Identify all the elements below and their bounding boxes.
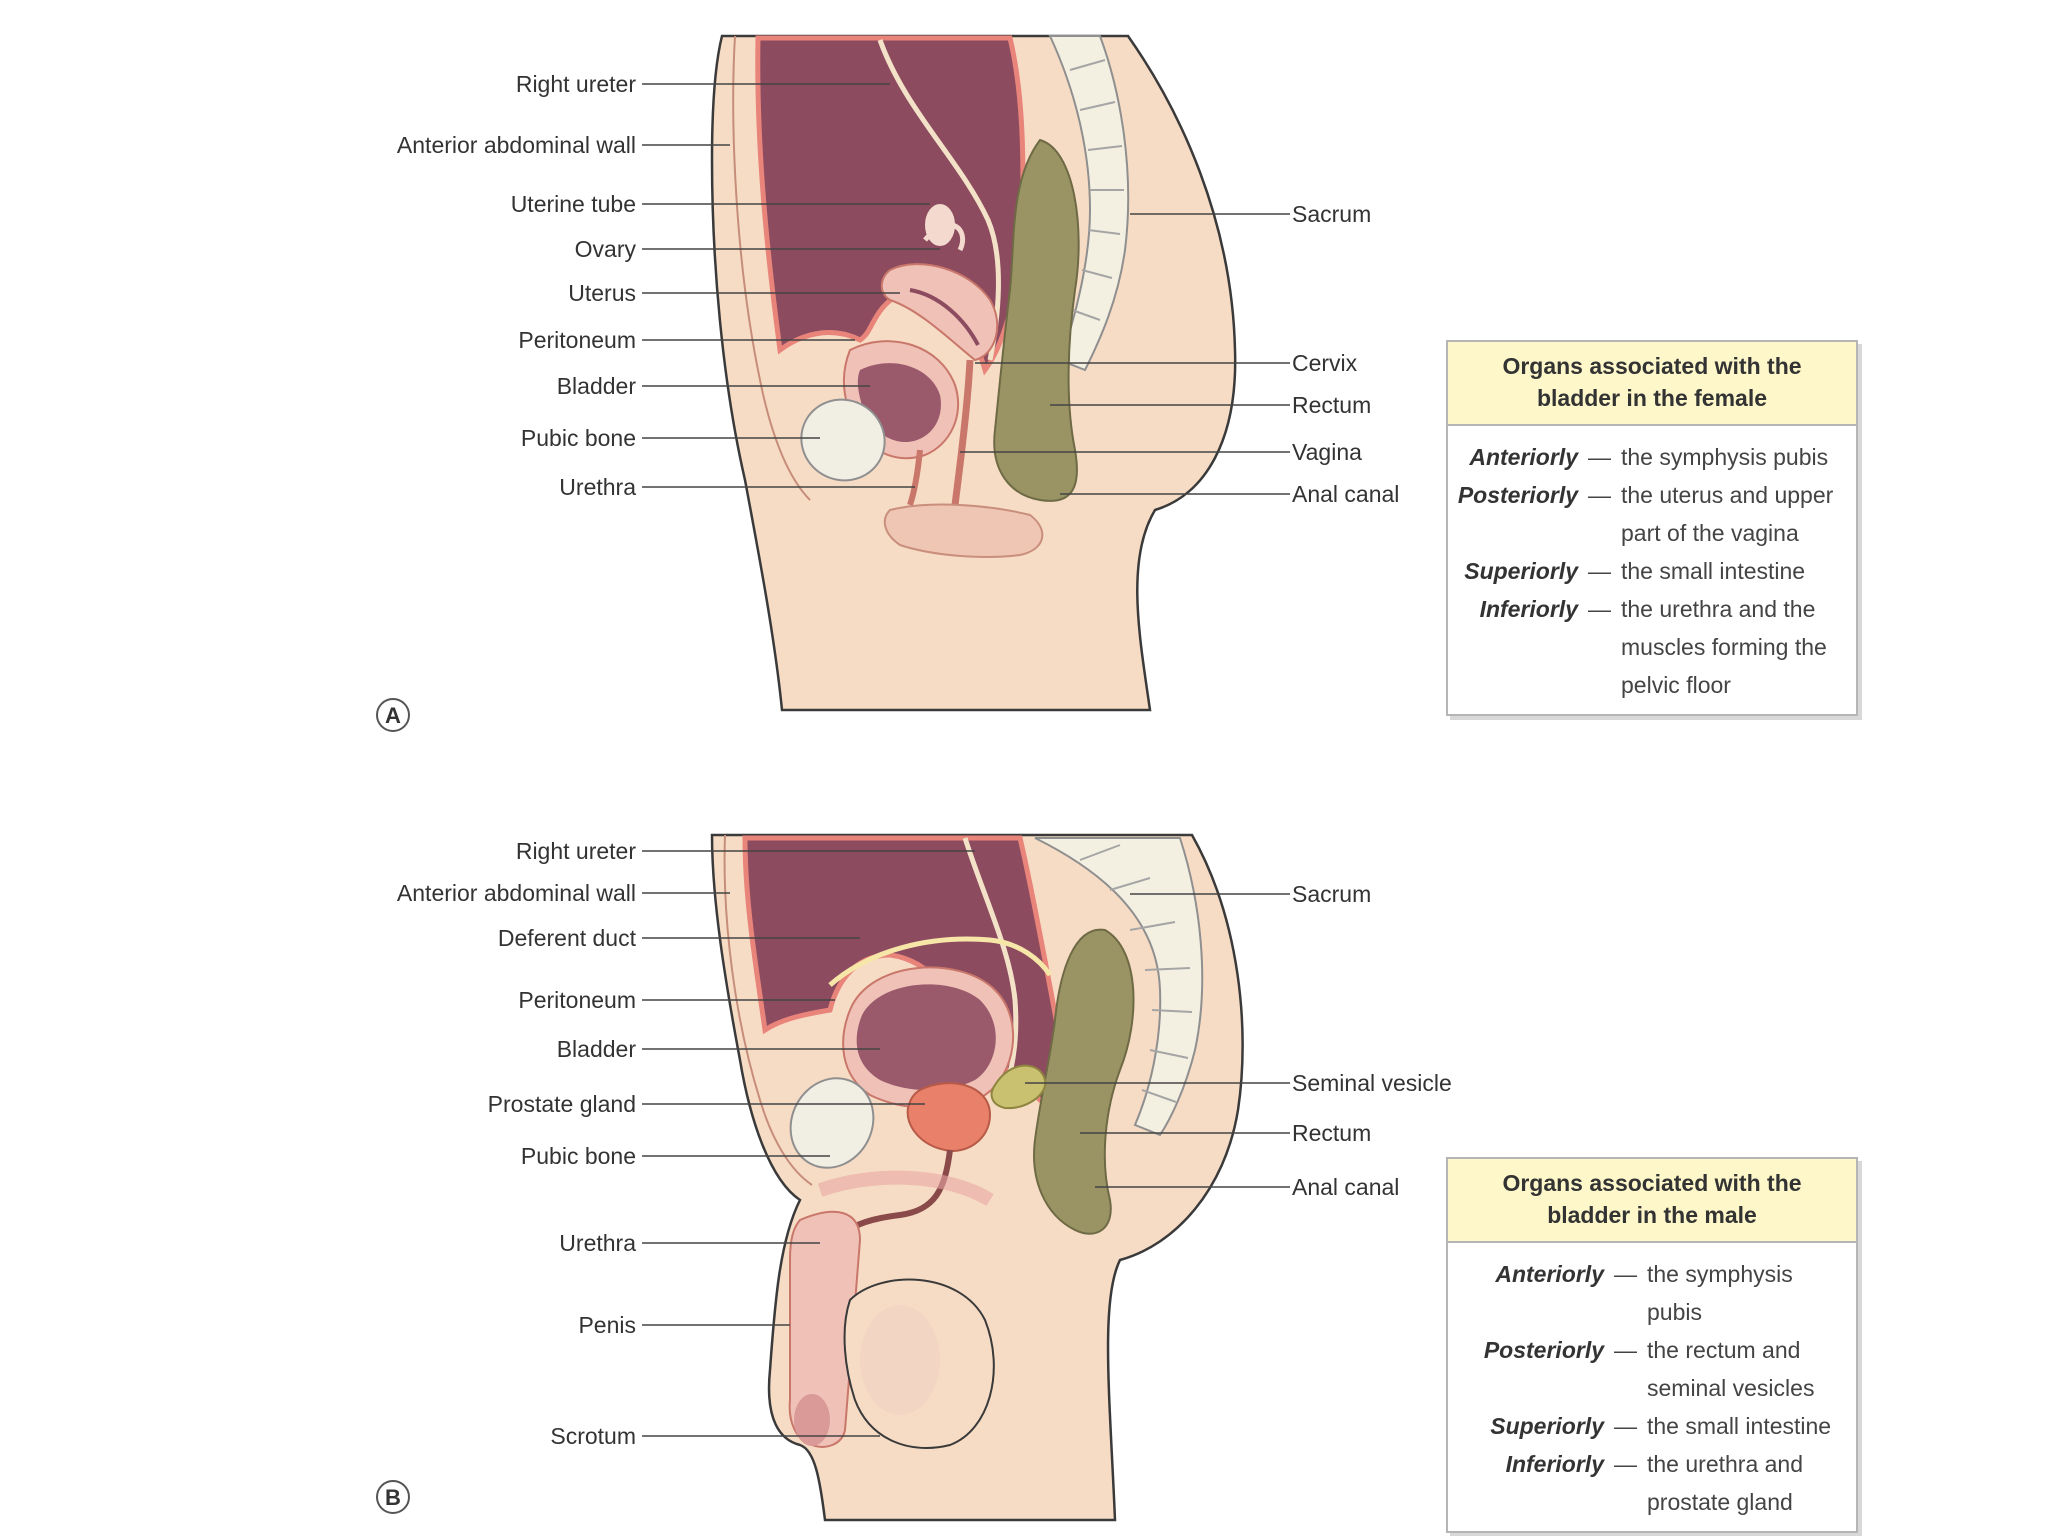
label-urethra-b: Urethra: [559, 1230, 636, 1256]
panel-letter-a-text: A: [385, 703, 401, 728]
dash: —: [1614, 1451, 1637, 1477]
label-bladder-a: Bladder: [557, 373, 637, 399]
dash: —: [1588, 444, 1611, 470]
male-section-illustration: [710, 833, 1244, 1522]
male-seminal-vesicle: [990, 1064, 1047, 1110]
label-prostate-gland: Prostate gland: [488, 1091, 636, 1117]
dash: —: [1614, 1413, 1637, 1439]
dash: —: [1588, 482, 1611, 508]
male-ureter: [962, 837, 1019, 1091]
label-sacrum-a: Sacrum: [1292, 201, 1371, 227]
label-pubic-bone-a: Pubic bone: [521, 425, 636, 451]
direction-label: Posteriorly: [1483, 1337, 1604, 1363]
female-row-posterior: Posteriorly — the uterus and upper part …: [1456, 476, 1848, 552]
label-cervix: Cervix: [1292, 350, 1358, 376]
panel-letter-b-text: B: [385, 1485, 401, 1510]
organ-text: the urethra and prostate gland: [1647, 1451, 1804, 1515]
direction-label: Inferiorly: [1479, 596, 1578, 622]
label-scrotum: Scrotum: [550, 1423, 636, 1449]
male-row-superior: Superiorly — the small intestine: [1456, 1407, 1848, 1445]
direction-label: Anteriorly: [1495, 1261, 1604, 1287]
male-organs-box: Organs associated with the bladder in th…: [1446, 1157, 1858, 1533]
female-uterine-cavity: [909, 288, 980, 346]
label-anal-canal-a: Anal canal: [1292, 481, 1399, 507]
dash: —: [1614, 1337, 1637, 1363]
female-perineum: [883, 503, 1044, 558]
female-organs-list: Anteriorly — the symphysis pubis Posteri…: [1448, 426, 1856, 714]
male-organs-box-title: Organs associated with the bladder in th…: [1448, 1159, 1856, 1243]
male-organs-list: Anteriorly — the symphysis pubis Posteri…: [1448, 1243, 1856, 1531]
dash: —: [1588, 596, 1611, 622]
female-section-illustration: [710, 34, 1237, 712]
female-uterine-tube: [923, 222, 966, 252]
male-glans: [794, 1394, 830, 1446]
female-pubic-bone: [800, 398, 886, 482]
male-bladder-lumen: [856, 984, 996, 1091]
female-right-labels: Sacrum Cervix Rectum Vagina Anal canal: [1292, 201, 1399, 507]
male-corpus: [817, 1170, 994, 1207]
label-rectum-b: Rectum: [1292, 1120, 1371, 1146]
label-pubic-bone-b: Pubic bone: [521, 1143, 636, 1169]
female-row-superior: Superiorly — the small intestine: [1456, 552, 1848, 590]
organ-text: the small intestine: [1647, 1413, 1832, 1439]
organ-text: the symphysis pubis: [1621, 444, 1829, 470]
label-urethra-a: Urethra: [559, 474, 636, 500]
label-anterior-abdominal-wall-a: Anterior abdominal wall: [397, 132, 636, 158]
male-abdominal-wall-line: [723, 834, 813, 1186]
direction-label: Anteriorly: [1469, 444, 1578, 470]
male-sacrum: [1034, 837, 1204, 1137]
female-rectum: [993, 138, 1080, 502]
label-uterus: Uterus: [568, 280, 636, 306]
direction-label: Superiorly: [1490, 1413, 1604, 1439]
label-uterine-tube: Uterine tube: [511, 191, 636, 217]
label-bladder-b: Bladder: [557, 1036, 637, 1062]
organ-text: the symphysis pubis: [1647, 1261, 1793, 1325]
female-left-labels: Right ureter Anterior abdominal wall Ute…: [397, 71, 637, 500]
panel-letter-a: A: [376, 698, 410, 732]
organ-text: the uterus and upper part of the vagina: [1621, 482, 1834, 546]
organ-text: the small intestine: [1621, 558, 1806, 584]
label-right-ureter-b: Right ureter: [516, 838, 637, 864]
direction-label: Posteriorly: [1457, 482, 1578, 508]
label-penis: Penis: [578, 1312, 636, 1338]
female-abdominal-wall-line: [732, 35, 811, 501]
label-peritoneum-b: Peritoneum: [518, 987, 636, 1013]
male-row-inferior: Inferiorly — the urethra and prostate gl…: [1456, 1445, 1848, 1521]
male-right-labels: Sacrum Seminal vesicle Rectum Anal canal: [1292, 881, 1452, 1200]
female-leader-lines: [642, 83, 1290, 495]
female-row-inferior: Inferiorly — the urethra and the muscles…: [1456, 590, 1848, 704]
direction-label: Inferiorly: [1505, 1451, 1604, 1477]
male-left-labels: Right ureter Anterior abdominal wall Def…: [397, 838, 637, 1449]
male-testis: [860, 1305, 940, 1415]
male-deferent-duct: [828, 936, 1053, 987]
male-leader-lines: [642, 850, 1290, 1437]
label-ovary: Ovary: [575, 236, 637, 262]
label-peritoneum-a: Peritoneum: [518, 327, 636, 353]
label-anterior-abdominal-wall-b: Anterior abdominal wall: [397, 880, 636, 906]
female-sacrum: [1048, 35, 1130, 372]
organ-text: the rectum and seminal vesicles: [1647, 1337, 1815, 1401]
label-sacrum-b: Sacrum: [1292, 881, 1371, 907]
dash: —: [1588, 558, 1611, 584]
female-organs-box-title: Organs associated with the bladder in th…: [1448, 342, 1856, 426]
female-organs-box: Organs associated with the bladder in th…: [1446, 340, 1858, 716]
direction-label: Superiorly: [1464, 558, 1578, 584]
female-urethra: [907, 449, 923, 506]
label-vagina: Vagina: [1292, 439, 1362, 465]
label-rectum-a: Rectum: [1292, 392, 1371, 418]
male-row-posterior: Posteriorly — the rectum and seminal ves…: [1456, 1331, 1848, 1407]
label-right-ureter-a: Right ureter: [516, 71, 637, 97]
male-rectum: [1033, 928, 1135, 1235]
female-vagina: [951, 359, 974, 506]
female-row-anterior: Anteriorly — the symphysis pubis: [1456, 438, 1848, 476]
label-anal-canal-b: Anal canal: [1292, 1174, 1399, 1200]
panel-letter-b: B: [376, 1480, 410, 1514]
male-row-anterior: Anteriorly — the symphysis pubis: [1456, 1255, 1848, 1331]
label-deferent-duct: Deferent duct: [498, 925, 637, 951]
dash: —: [1614, 1261, 1637, 1287]
organ-text: the urethra and the muscles forming the …: [1621, 596, 1827, 698]
label-seminal-vesicle: Seminal vesicle: [1292, 1070, 1452, 1096]
